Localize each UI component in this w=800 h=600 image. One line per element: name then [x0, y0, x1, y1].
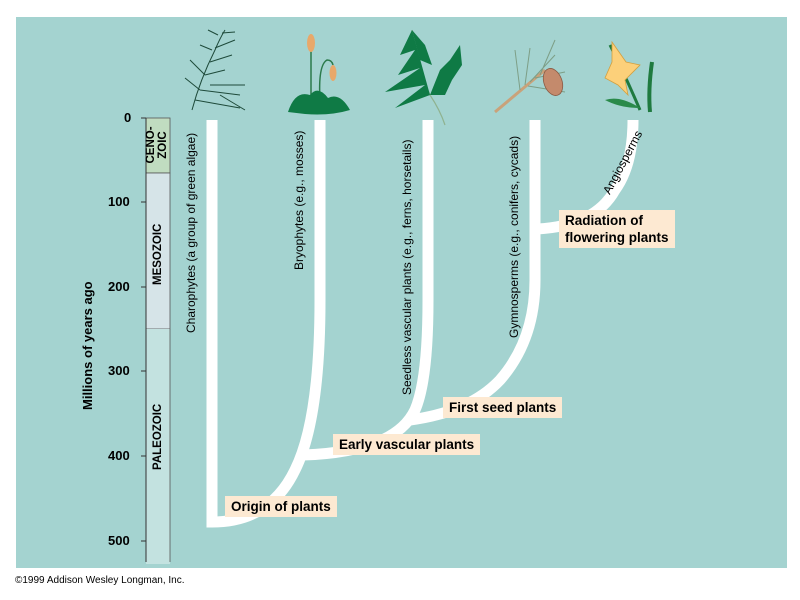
branch-charophytes-bryophytes — [206, 120, 326, 528]
tick-label: 100 — [108, 194, 130, 209]
era-paleozoic-band — [146, 329, 170, 564]
lineage-label-bryophytes: Bryophytes (e.g., mosses) — [292, 130, 306, 270]
era-label-line: CENO- — [145, 126, 157, 164]
tick-label: 0 — [124, 110, 132, 125]
axis-ticks — [141, 117, 146, 542]
event-origin-of-plants: Origin of plants — [225, 496, 337, 517]
pine-cone-icon — [494, 39, 566, 114]
era-mesozoic-label: MESOZOIC — [152, 223, 164, 285]
tick-label: 500 — [108, 533, 130, 548]
daffodil-icon — [604, 40, 654, 113]
tick-label: 400 — [108, 448, 130, 463]
green-algae-icon — [184, 29, 246, 111]
event-label-line: flowering plants — [565, 230, 669, 245]
era-paleozoic-label: PALEOZOIC — [152, 403, 164, 470]
era-mesozoic-band — [145, 172, 171, 330]
lineage-label-seedless-vascular: Seedless vascular plants (e.g., ferns, h… — [400, 139, 414, 395]
era-cenozoic-label: CENO- ZOIC — [145, 122, 169, 168]
lineage-label-charophytes: Charophytes (a group of green algae) — [184, 132, 198, 333]
tick-label: 200 — [108, 279, 130, 294]
moss-icon — [288, 34, 350, 115]
axis-title: Millions of years ago — [80, 281, 95, 410]
event-first-seed-plants: First seed plants — [443, 397, 563, 418]
fern-icon — [385, 29, 462, 126]
event-label-line: Radiation of — [565, 213, 643, 228]
event-radiation-flowering-plants: Radiation of flowering plants — [559, 210, 675, 248]
diagram-panel — [16, 17, 787, 568]
lineage-label-gymnosperms: Gymnosperms (e.g., conifers, cycads) — [507, 135, 521, 338]
copyright: ©1999 Addison Wesley Longman, Inc. — [15, 575, 185, 586]
era-cenozoic-band — [145, 117, 171, 174]
event-early-vascular-plants: Early vascular plants — [333, 434, 481, 455]
era-label-line: ZOIC — [157, 131, 169, 159]
tick-label: 300 — [108, 363, 130, 378]
